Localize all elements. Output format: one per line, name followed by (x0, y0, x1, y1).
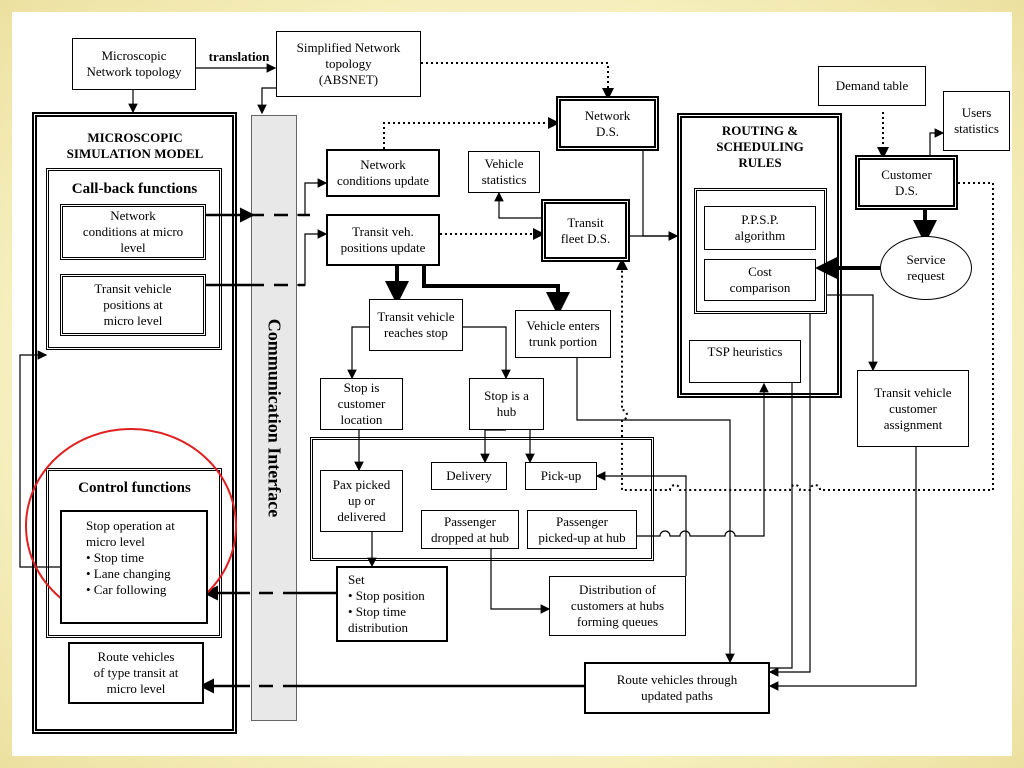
tsp-heuristics: TSP heuristics (689, 340, 801, 383)
transit-reaches-stop: Transit vehicle reaches stop (369, 299, 463, 351)
pick-up: Pick-up (525, 462, 597, 490)
network-conditions-micro: Network conditions at micro level (60, 204, 206, 260)
network-conditions-update: Network conditions update (326, 149, 440, 197)
vehicle-enters-trunk: Vehicle enters trunk portion (515, 310, 611, 358)
transit-positions-micro: Transit vehicle positions at micro level (60, 274, 206, 336)
pax-picked-delivered: Pax picked up or delivered (320, 470, 403, 532)
distribution-customers-hubs: Distribution of customers at hubs formin… (549, 576, 686, 636)
network-ds: Network D.S. (556, 96, 659, 151)
stop-operation-micro: Stop operation at micro level • Stop tim… (60, 510, 208, 624)
translation-label: translation (208, 49, 270, 64)
cost-comparison: Cost comparison (704, 259, 816, 301)
transit-vehicle-assignment: Transit vehicle customer assignment (857, 370, 969, 447)
stop-customer-location: Stop is customer location (320, 378, 403, 430)
callback-functions-title: Call-back functions (71, 181, 198, 197)
micro-sim-model-title: MICROSCOPIC SIMULATION MODEL (66, 130, 204, 161)
micro-network-topology: Microscopic Network topology (72, 38, 196, 90)
set-stop-position: Set • Stop position • Stop time distribu… (336, 566, 448, 642)
demand-table: Demand table (818, 66, 926, 106)
customer-ds: Customer D.S. (855, 155, 958, 210)
simplified-network-topology: Simplified Network topology (ABSNET) (276, 31, 421, 97)
users-statistics: Users statistics (943, 91, 1010, 151)
ppsp-algorithm: P.P.S.P. algorithm (704, 206, 816, 250)
delivery: Delivery (431, 462, 507, 490)
route-vehicles-micro: Route vehicles of type transit at micro … (68, 642, 204, 704)
stop-is-hub: Stop is a hub (469, 378, 544, 430)
vehicle-statistics: Vehicle statistics (468, 151, 540, 193)
route-vehicles-updated: Route vehicles through updated paths (584, 662, 770, 714)
passenger-dropped-hub: Passenger dropped at hub (421, 510, 519, 549)
service-request: Service request (880, 236, 972, 300)
control-functions-title: Control functions (78, 480, 191, 496)
routing-rules-title: ROUTING & SCHEDULING RULES (716, 123, 804, 170)
transit-fleet-ds: Transit fleet D.S. (541, 199, 630, 262)
passenger-picked-hub: Passenger picked-up at hub (527, 510, 637, 549)
transit-positions-update: Transit veh. positions update (326, 214, 440, 266)
